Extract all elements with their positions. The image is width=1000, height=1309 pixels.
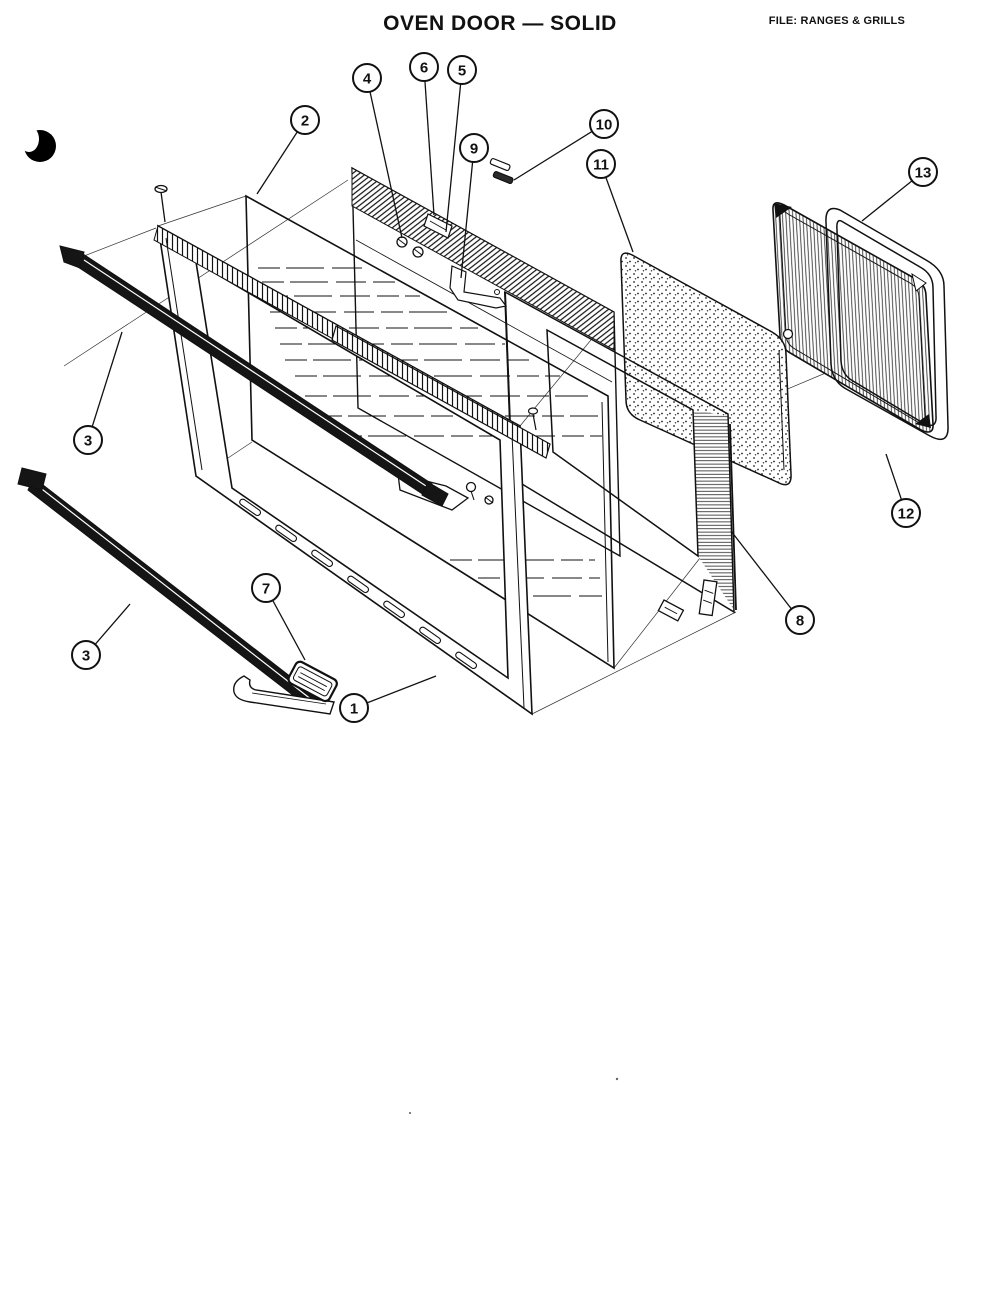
trim-strip-lower-highlight [37, 485, 313, 701]
bar-end-screw [527, 407, 539, 431]
trim-strip-upper [59, 245, 449, 507]
screen-panel-face [772, 202, 934, 433]
punch-hole-mark [19, 126, 56, 162]
svg-text:10: 10 [596, 116, 613, 133]
gasket-outer [825, 207, 949, 441]
svg-text:7: 7 [262, 580, 270, 597]
glass-retainer-clip [423, 213, 453, 239]
callout-5: 5 [445, 55, 477, 233]
insulation-face [620, 252, 792, 486]
print-speck [615, 1077, 619, 1081]
support-bar-ticks [331, 325, 551, 459]
svg-text:11: 11 [593, 156, 609, 173]
spring-clip [489, 158, 514, 185]
frame-vent-slots [239, 498, 478, 670]
screen-corner-wedge-tl [774, 203, 792, 218]
bottom-trim-channel [233, 675, 335, 715]
callout-8: 8 [730, 530, 815, 635]
svg-text:3: 3 [84, 432, 92, 449]
trim-strip-upper-highlight [83, 259, 427, 487]
svg-text:8: 8 [796, 612, 804, 629]
callout-4: 4 [352, 63, 403, 239]
liner-pad [657, 599, 685, 622]
inner-panel-hatch-band [351, 167, 615, 351]
frame-left-stile-line [165, 237, 203, 471]
glass-edge-line [601, 401, 609, 663]
svg-text:9: 9 [470, 140, 478, 157]
frame-right-stile-line [511, 433, 525, 709]
callout-2: 2 [256, 105, 320, 195]
bracket-bolts [465, 481, 494, 505]
trim-strip-upper-endcap-right [421, 481, 449, 507]
print-speck [408, 1111, 412, 1115]
svg-text:5: 5 [458, 62, 466, 79]
trim-strip-lower-endcap-left [17, 467, 47, 491]
gasket-inner [836, 219, 937, 427]
svg-text:12: 12 [898, 505, 915, 522]
callout-13: 13 [861, 157, 938, 222]
screen-corner-notch-tr [911, 272, 927, 292]
insulation-thickness-line [778, 349, 785, 471]
callout-1: 1 [339, 675, 437, 723]
callout-7: 7 [251, 573, 306, 661]
liner-frame [504, 290, 737, 622]
liner-latch-bracket [698, 579, 718, 617]
liner-rib-band [693, 410, 734, 610]
svg-text:13: 13 [915, 164, 932, 181]
callout-6: 6 [409, 52, 439, 216]
svg-text:4: 4 [363, 70, 372, 87]
frame-corner-screw [154, 184, 168, 223]
svg-text:3: 3 [82, 647, 90, 664]
nameplate [287, 660, 338, 703]
liner-right-edge-line [729, 423, 737, 611]
mount-bracket [449, 265, 508, 309]
projection-guide-lines [63, 179, 829, 715]
svg-text:6: 6 [420, 59, 428, 76]
gasket [825, 207, 949, 441]
glass-panel [245, 194, 615, 670]
callout-11: 11 [586, 149, 634, 253]
page-title: OVEN DOOR — SOLID [383, 12, 617, 35]
callout-12: 12 [885, 453, 921, 528]
callout-10: 10 [513, 109, 619, 181]
callout-9: 9 [459, 133, 489, 279]
trim-strip-upper-endcap-left [59, 245, 85, 269]
insulation-panel [620, 252, 794, 486]
glass-outline [245, 194, 615, 670]
insulation-grommet [782, 328, 794, 340]
svg-text:1: 1 [350, 700, 358, 717]
screen-panel [772, 202, 934, 433]
callout-3-upper: 3 [73, 331, 123, 455]
callouts: 2 4 6 5 9 [71, 52, 938, 723]
svg-text:2: 2 [301, 112, 309, 129]
inner-panel-detail-line [355, 239, 613, 383]
file-label: FILE: RANGES & GRILLS [768, 15, 905, 27]
callout-3-lower: 3 [71, 603, 131, 670]
